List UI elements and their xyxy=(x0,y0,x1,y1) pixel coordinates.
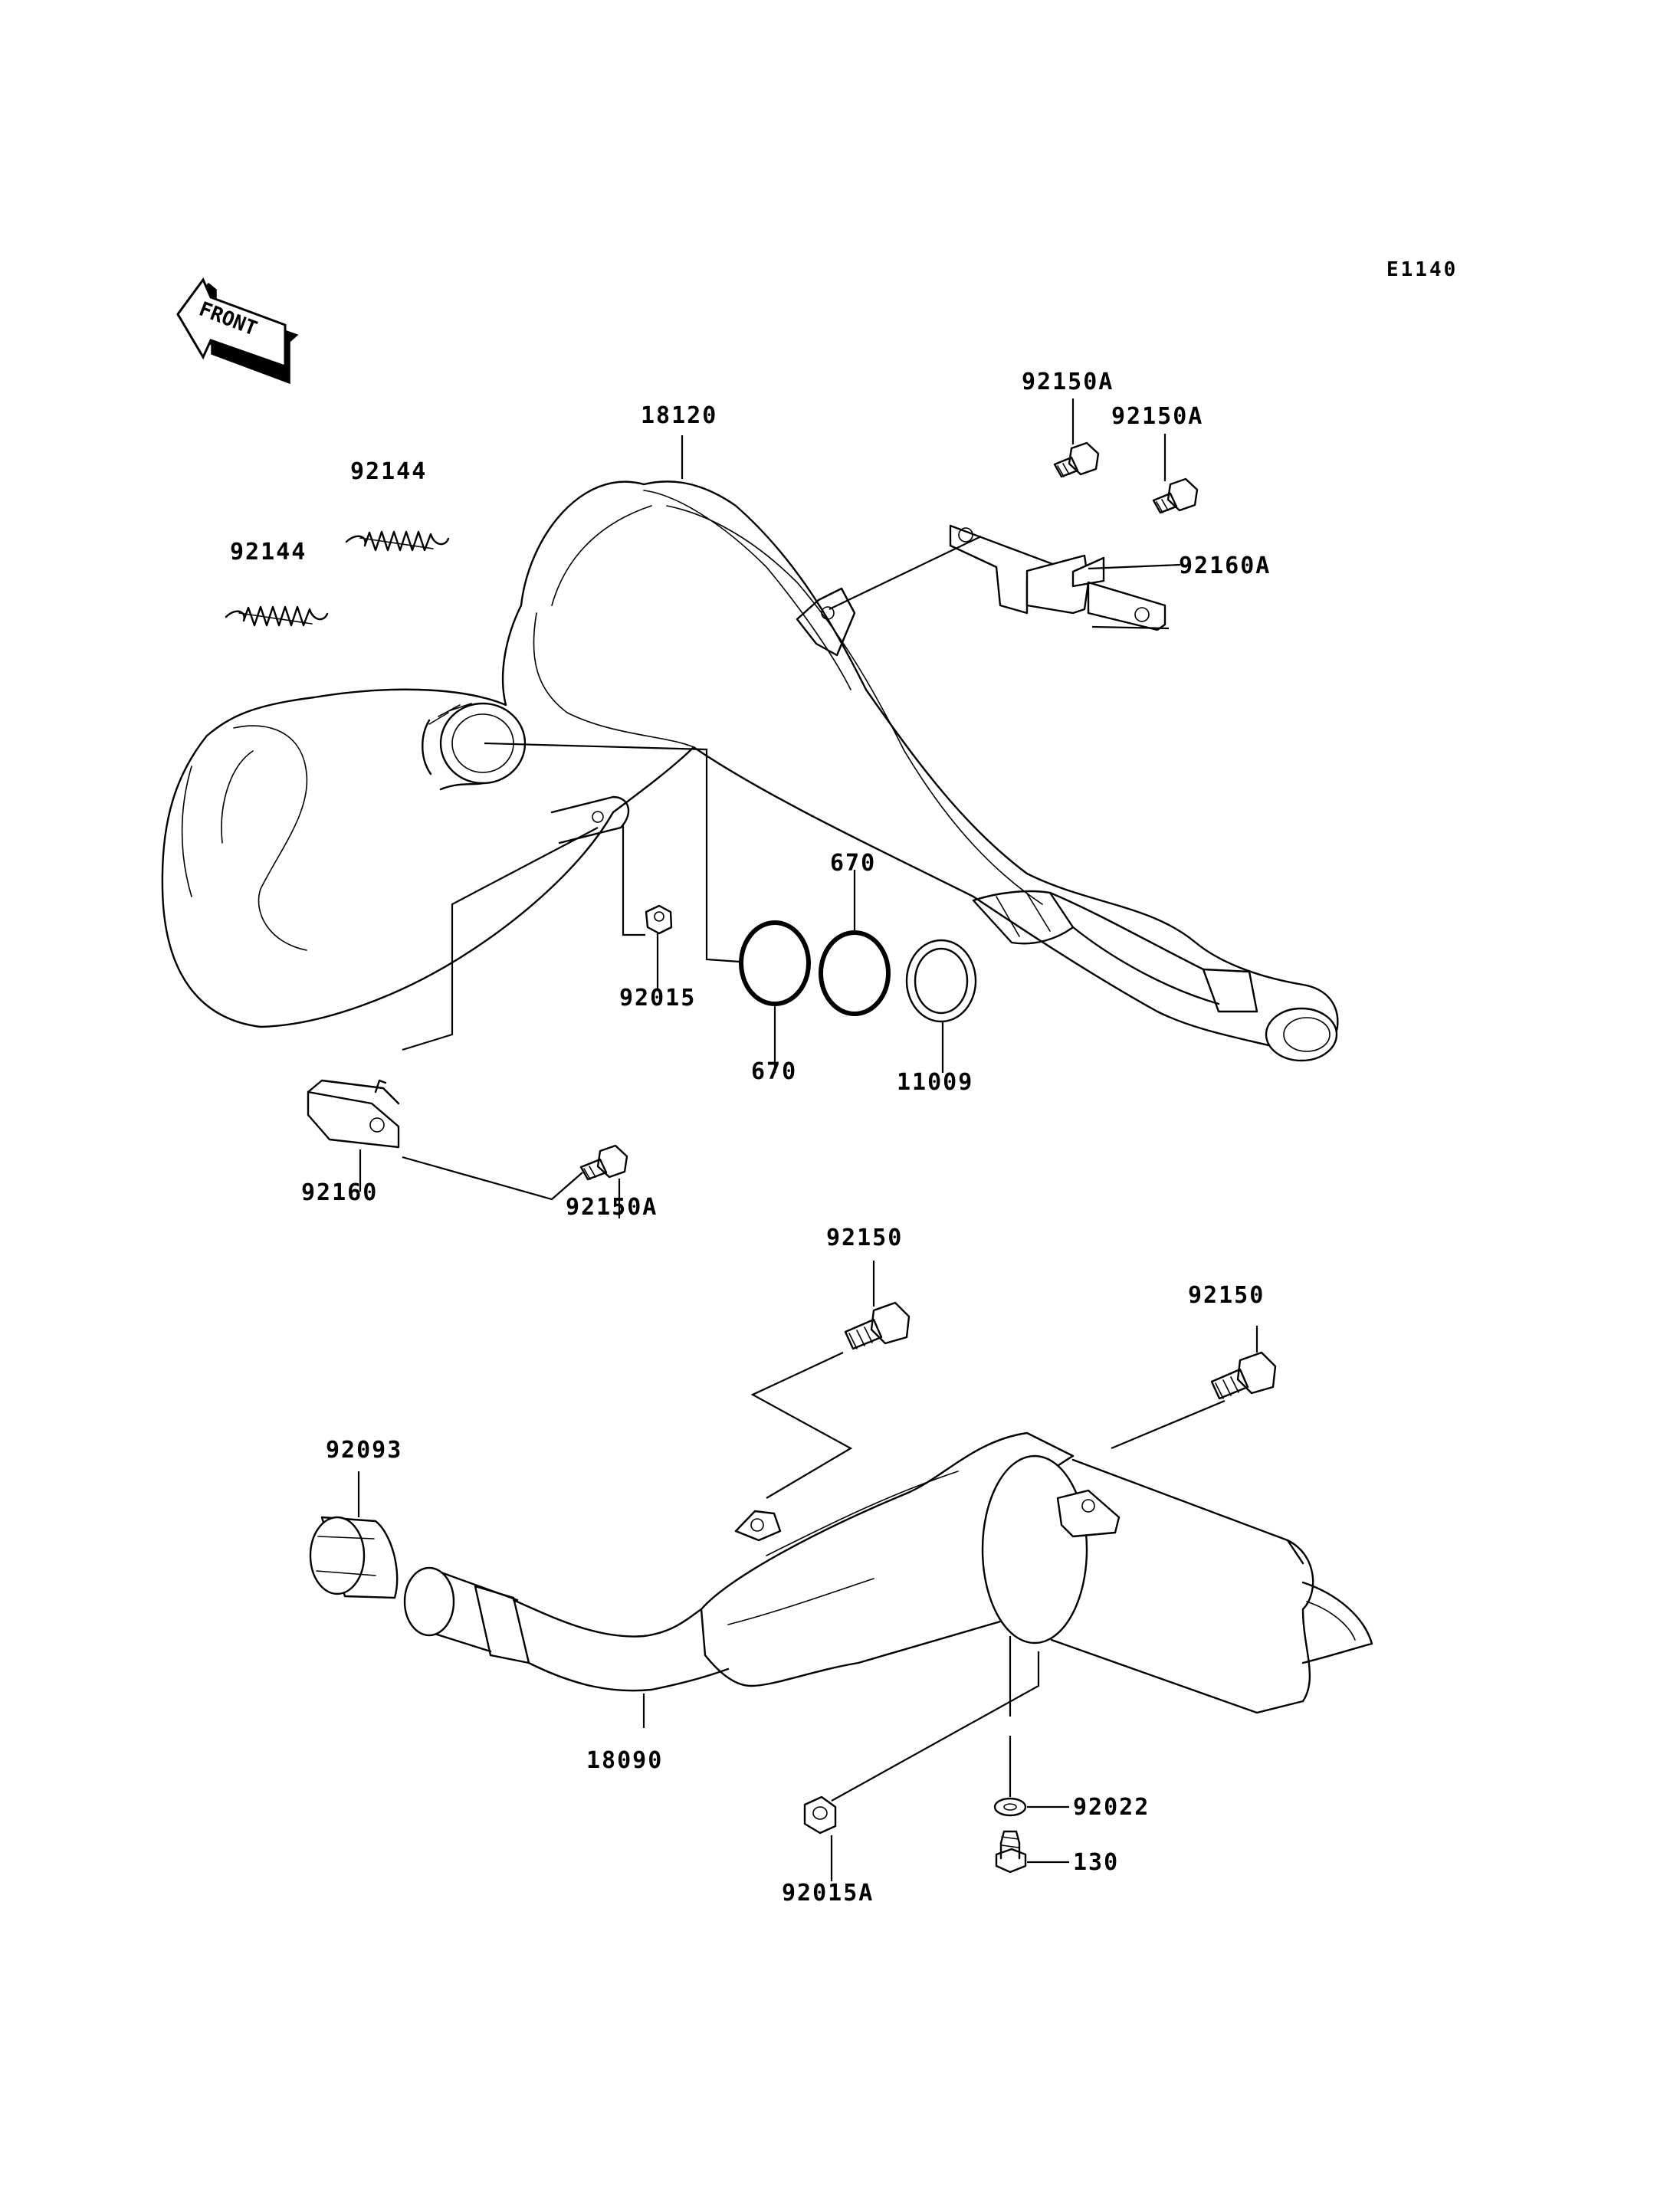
callout-92150-left: 92150 xyxy=(826,1225,903,1251)
callout-11009: 11009 xyxy=(897,1069,973,1096)
callout-92015A: 92015A xyxy=(782,1880,874,1907)
bolt-icon xyxy=(1053,441,1100,478)
nut-icon xyxy=(645,904,673,935)
gasket-icon xyxy=(905,939,977,1023)
callout-92150-right: 92150 xyxy=(1188,1282,1265,1309)
callout-92160A: 92160A xyxy=(1179,553,1271,579)
callout-18120: 18120 xyxy=(641,402,717,429)
spring-icon xyxy=(225,605,329,627)
callout-92150A-top-left: 92150A xyxy=(1022,369,1114,395)
bolt-icon xyxy=(1152,477,1199,514)
callout-130: 130 xyxy=(1073,1849,1119,1876)
reference-code: E1140 xyxy=(1386,258,1458,281)
bolt-icon xyxy=(844,1301,911,1350)
callout-670-lower: 670 xyxy=(751,1058,797,1085)
callout-670-upper: 670 xyxy=(830,850,876,877)
bracket-icon xyxy=(949,524,1166,631)
spring-icon xyxy=(345,530,450,552)
callout-92150A-top-right: 92150A xyxy=(1111,403,1203,430)
callout-92015: 92015 xyxy=(619,985,696,1012)
front-arrow-icon: FRONT xyxy=(176,277,299,385)
o-ring-icon xyxy=(739,920,811,1006)
washer-icon xyxy=(993,1797,1027,1817)
callout-92160: 92160 xyxy=(301,1179,378,1206)
leader-lines xyxy=(357,398,1258,1881)
callout-92144-upper: 92144 xyxy=(350,458,427,485)
callout-92150A-lower: 92150A xyxy=(566,1194,658,1221)
silencer xyxy=(309,1431,1373,1714)
bolt-icon xyxy=(579,1144,628,1181)
o-ring-icon xyxy=(819,930,891,1016)
part-callouts: 18120 92144 92144 92150A 92150A 92160A 9… xyxy=(230,369,1271,1907)
expansion-chamber xyxy=(161,480,1339,1062)
callout-92144-lower: 92144 xyxy=(230,539,307,566)
nut-icon xyxy=(803,1795,837,1835)
bolt-icon xyxy=(1210,1351,1277,1400)
collar-icon xyxy=(309,1516,399,1599)
callout-92022: 92022 xyxy=(1073,1794,1150,1821)
callout-92093: 92093 xyxy=(326,1437,402,1464)
callout-18090: 18090 xyxy=(586,1747,663,1774)
bracket-icon xyxy=(307,1079,400,1149)
bolt-icon xyxy=(995,1830,1027,1874)
